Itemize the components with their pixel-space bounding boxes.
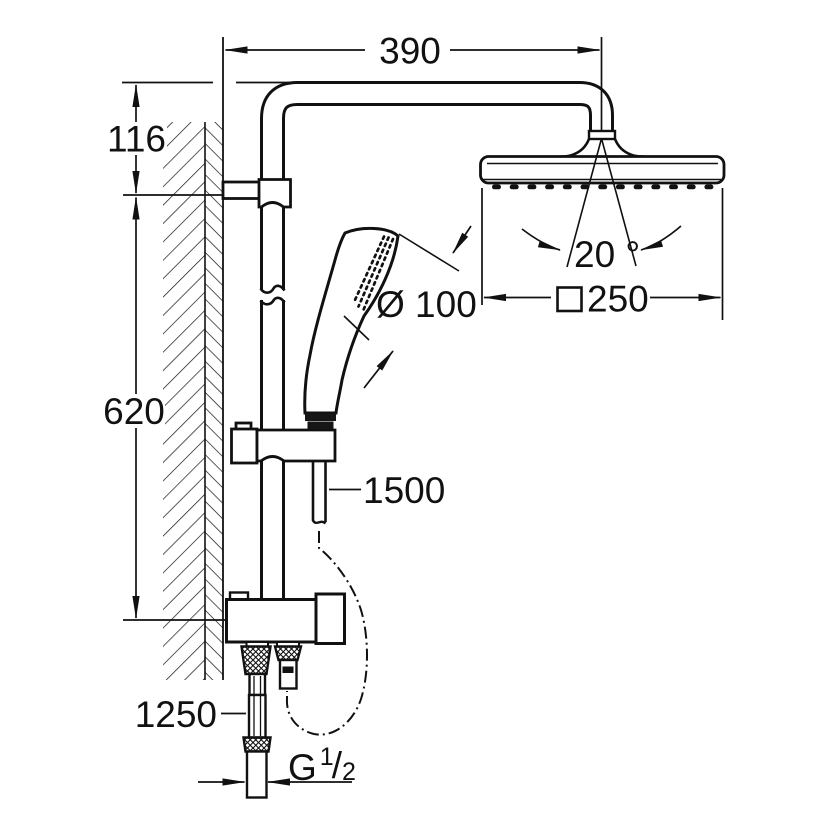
head-shower-bell-left [555,138,591,159]
wall-hatch [163,122,223,680]
pipe-break-gap [258,290,287,300]
head-shower-bell-right [613,138,649,159]
wall-hatch-plaster-band [205,122,223,680]
head-shower-flange [587,129,617,141]
hose-hidden-loop-dashdot [285,531,368,736]
angle-arc-arrow-right [640,225,682,251]
angle-label: 20 ° [574,234,640,275]
dim-250-label: 250 [587,279,649,320]
label-hose-1500: 1500 [329,470,445,511]
shower-riser-and-arm [258,81,614,605]
inlet-union-sleeve [247,693,267,739]
hand-shower [303,227,400,429]
pipe-break-wave-top [259,284,286,294]
angle-line-left [566,138,603,268]
dimension-angle-20: 20 ° [521,138,682,275]
dim-116-label: 116 [107,119,166,160]
dimension-116: 116 [106,84,167,194]
label-1500-text: 1500 [363,470,445,511]
inlet-connection [240,641,272,799]
wall-bracket-collar [257,178,292,209]
hand-shower-connector-upper [305,413,336,421]
thread-slash: / [332,745,343,786]
shower-hose [285,461,368,736]
angle-line-right [600,138,637,267]
hand-shower-connector-lower [307,421,334,429]
wall-bracket [221,178,292,209]
dim-620-label-mask [104,394,165,428]
dimension-620: 620 [103,196,165,619]
inlet-hose-end [245,750,268,799]
dim-116-label-mask [106,122,167,155]
dim-390-label: 390 [379,31,441,72]
wall-bracket-arm [221,180,262,200]
inlet-knurled-nut-2 [242,736,272,753]
pipe-body [263,84,611,605]
hose-nipple-band [282,666,294,673]
valve-body [225,598,318,644]
dim-100-shaft-bottom [363,350,394,389]
dimension-head-250: 250 [481,188,724,320]
ext-line-100-bottom [343,315,370,341]
dim-100-shaft-top [452,225,472,254]
pipe-break-wave-bottom [259,296,286,306]
diverter-valve [225,591,346,645]
valve-knob [314,592,346,645]
dimension-390: 390 [224,31,601,72]
inlet-knurled-nut [240,645,272,676]
thread-denominator: 2 [342,758,356,786]
hand-shower-spray-face-dots [353,235,395,313]
thread-numerator: 1 [320,743,334,771]
label-1250-text: 1250 [135,694,217,735]
dimension-hand-diameter-100: Ø 100 [343,225,477,389]
head-shower [479,129,726,190]
hose-nipple [278,658,298,690]
slider-holder-clamp [255,428,337,463]
inlet-tube [248,672,267,697]
reference-lines [122,81,335,621]
wall-hatch-left-band [163,122,205,680]
thread-g: G [288,747,317,788]
square-symbol [556,286,583,313]
slider-holder [230,421,337,465]
hand-shower-body [303,227,400,415]
hose-connection [273,641,303,690]
hose-knurled-nut [273,645,303,662]
head-shower-nozzle-row [492,184,714,190]
angle-arc-arrow-left [521,228,561,251]
dim-100-label: Ø 100 [376,284,477,325]
dim-620-label: 620 [103,391,165,432]
hose-break-wave [311,519,327,525]
label-inlet-1250: 1250 [135,694,246,735]
ext-line-100-top [398,233,460,272]
slider-holder-block [230,427,259,465]
